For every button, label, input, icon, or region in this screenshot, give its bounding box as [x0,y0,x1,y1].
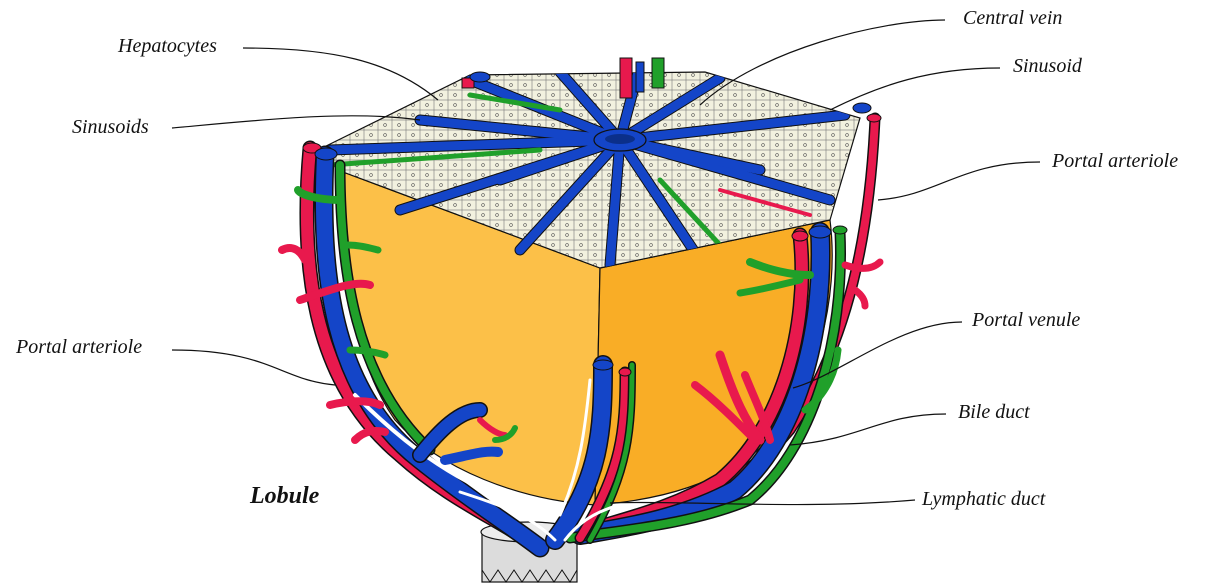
label-lymphatic-duct: Lymphatic duct [921,488,1046,510]
label-portal-arteriole-left: Portal arteriole [15,336,142,358]
lobule-title: Lobule [249,483,320,509]
label-central-vein: Central vein [963,7,1062,29]
label-portal-arteriole-right: Portal arteriole [1051,150,1178,172]
label-hepatocytes: Hepatocytes [117,35,217,57]
label-sinusoids: Sinusoids [72,116,149,138]
label-portal-venule: Portal venule [971,309,1080,331]
label-sinusoid: Sinusoid [1013,55,1083,77]
central-vein-lumen [605,134,635,144]
label-bile-duct: Bile duct [958,401,1030,423]
